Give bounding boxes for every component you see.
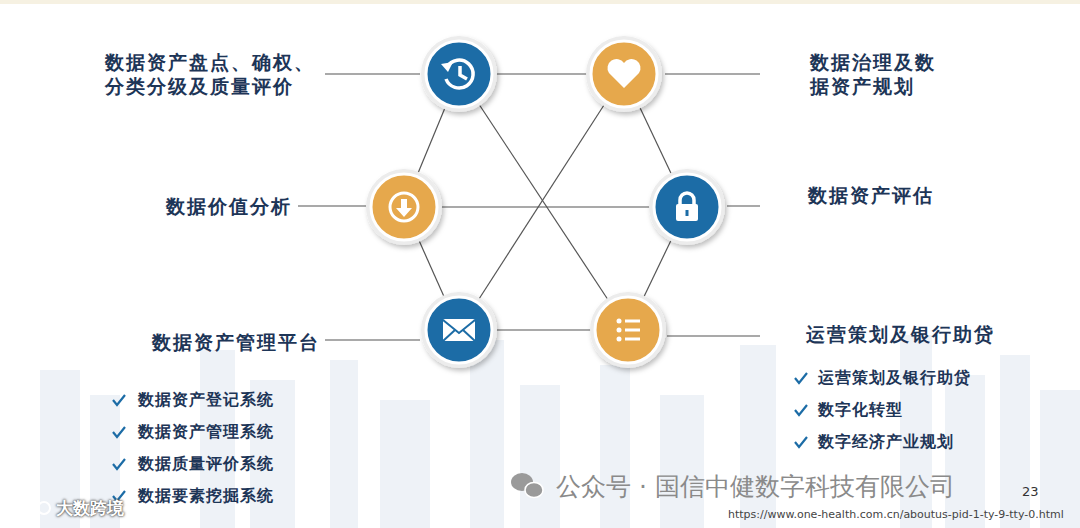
icon-node: 数据资产盘点、确权、分类分级及质量评价 xyxy=(421,36,497,112)
icon-node: 数据价值分析 xyxy=(366,169,442,245)
watermark: 公众号 · 国信中健数字科技有限公司 xyxy=(556,470,955,503)
skyline xyxy=(40,335,1080,528)
connector-line xyxy=(639,107,671,175)
leader-lines xyxy=(298,74,760,340)
icon-node: 数据资产评估 xyxy=(649,169,725,245)
logo-watermark: 大数跨境 xyxy=(56,497,124,520)
node-label: 数据资产盘点、确权、分类分级及质量评价 xyxy=(105,50,331,98)
source-url: https://www.one-health.com.cn/aboutus-pi… xyxy=(728,508,1064,521)
connector-line xyxy=(440,206,651,207)
list-item: 数字化转型 xyxy=(818,400,903,421)
node-label: 数据资产管理平台 xyxy=(152,330,320,354)
connector-line xyxy=(495,329,592,330)
node-label: 数据价值分析 xyxy=(166,194,292,218)
connector-line xyxy=(479,104,608,300)
node-label: 数据治理及数据资产规划 xyxy=(810,50,950,98)
icon-circles xyxy=(366,36,725,368)
list-item: 运营策划及银行助贷 xyxy=(818,368,971,389)
node-label: 运营策划及银行助贷 xyxy=(806,322,995,346)
connector-line xyxy=(479,104,605,299)
connector-line xyxy=(418,107,445,173)
list-item: 数字经济产业规划 xyxy=(818,432,954,453)
page-number: 23 xyxy=(1022,484,1039,499)
node-label: 数据资产评估 xyxy=(808,183,934,207)
list-item: 数据质量评价系统 xyxy=(138,454,274,475)
list-item: 数据资产登记系统 xyxy=(138,390,274,411)
icon-node: 数据治理及数据资产规划 xyxy=(586,36,662,112)
connector-line xyxy=(644,239,672,297)
connector-line xyxy=(419,240,445,297)
icon-node: 运营策划及银行助贷 xyxy=(590,292,666,368)
logo-icon xyxy=(14,502,50,514)
list-item: 数据要素挖掘系统 xyxy=(138,486,274,507)
wechat-icon xyxy=(511,473,543,498)
icon-node: 数据资产管理平台 xyxy=(421,292,497,368)
connector-line xyxy=(495,73,588,74)
list-item: 数据资产管理系统 xyxy=(138,422,274,443)
